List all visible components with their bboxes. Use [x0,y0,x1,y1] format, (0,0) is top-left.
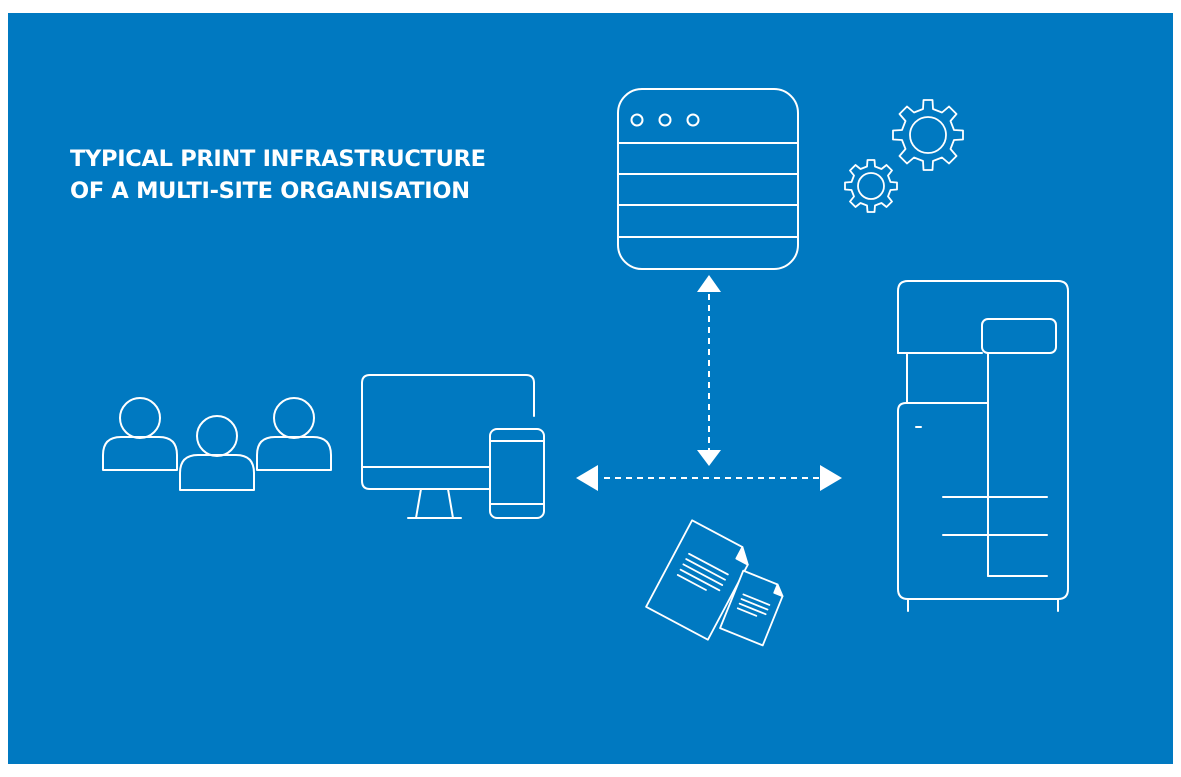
users-group-icon [102,397,332,491]
gear-large-icon [892,99,964,171]
diagram-title: TYPICAL PRINT INFRASTRUCTURE OF A MULTI-… [70,143,486,207]
desktop-monitor-icon [361,374,535,519]
user-right-icon [256,397,332,471]
user-left-icon [102,397,178,471]
server-icon [617,88,799,270]
dashed-arrow-vertical-icon [697,275,721,466]
title-line-2: OF A MULTI-SITE ORGANISATION [70,178,470,204]
smartphone-icon [489,428,545,519]
title-line-1: TYPICAL PRINT INFRASTRUCTURE [70,146,486,172]
documents-icon [645,519,784,647]
printer-icon [897,280,1069,612]
dashed-arrow-icon [576,465,842,491]
diagram-canvas: TYPICAL PRINT INFRASTRUCTURE OF A MULTI-… [8,13,1173,764]
gear-small-icon [844,159,898,213]
document-large-icon [645,519,749,641]
user-center-icon [179,415,255,491]
document-small-icon [719,569,784,647]
diagram-graphics [102,88,1069,647]
gears-icon [844,99,964,213]
